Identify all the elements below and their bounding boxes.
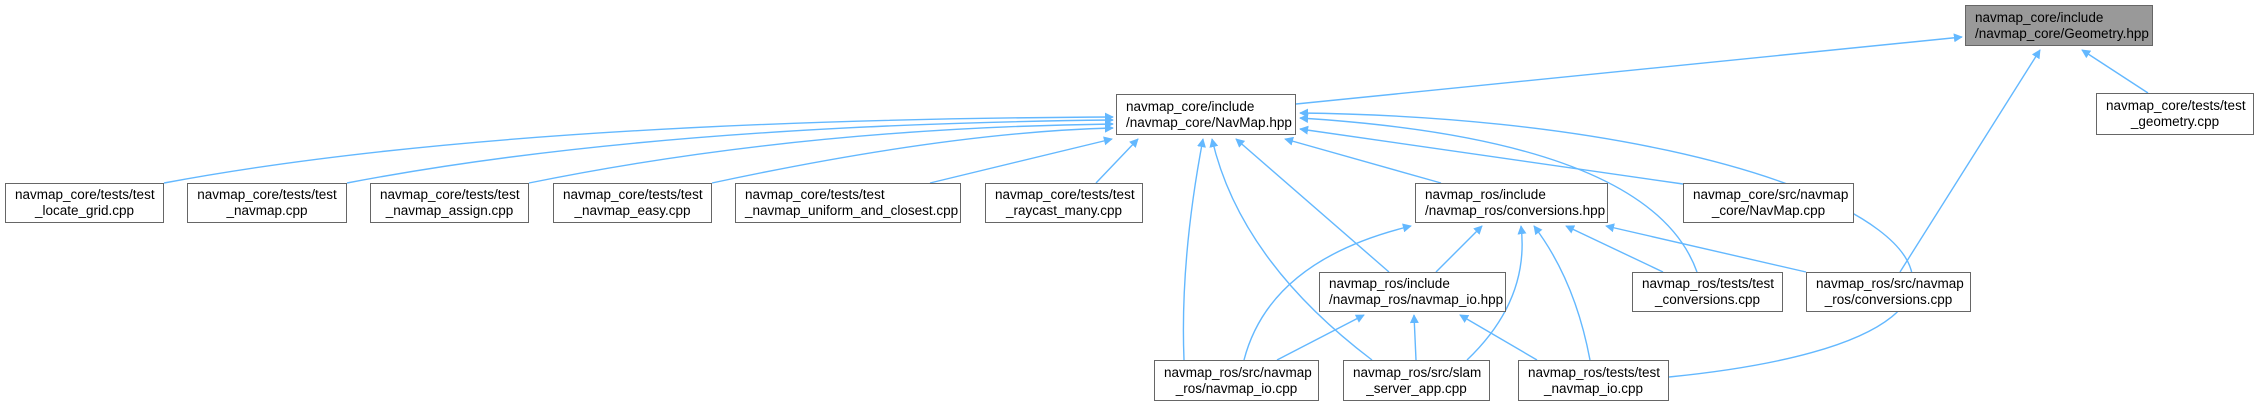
- node-label: navmap_core/src/navmap: [1693, 187, 1849, 202]
- node-label: _core/NavMap.cpp: [1711, 203, 1826, 218]
- edge-test_conversions-to-navmap_hpp: [1299, 114, 1698, 273]
- node-label: _navmap_easy.cpp: [574, 203, 691, 218]
- node-test-raycast-many-cpp[interactable]: navmap_core/tests/test _raycast_many.cpp: [985, 183, 1143, 223]
- node-label: _ros/navmap_io.cpp: [1175, 380, 1298, 396]
- node-label: /navmap_ros/navmap_io.hpp: [1329, 292, 1504, 307]
- node-navmap-io-cpp[interactable]: navmap_ros/src/navmap _ros/navmap_io.cpp: [1154, 360, 1319, 401]
- edge-raycast_many-to-navmap_hpp: [1095, 138, 1139, 184]
- node-label: navmap_ros/include: [1329, 276, 1450, 291]
- node-label: _ros/conversions.cpp: [1824, 292, 1953, 307]
- edge-slam_server_app-to-conversions_hpp: [1466, 225, 1527, 361]
- node-label: _locate_grid.cpp: [34, 203, 135, 218]
- edge-test_navmap_io-to-navmap_io_hpp: [1459, 314, 1538, 361]
- edge-ros_conversions_cpp-to-geometry: [1899, 49, 2041, 273]
- node-label: navmap_core/tests/test: [995, 187, 1135, 202]
- node-label: navmap_ros/include: [1425, 187, 1546, 202]
- node-label: _navmap.cpp: [226, 203, 308, 218]
- edge-navmap_io_cpp-to-conversions_hpp: [1243, 223, 1412, 361]
- node-navmap-cpp[interactable]: navmap_core/src/navmap _core/NavMap.cpp: [1683, 183, 1854, 223]
- node-label: navmap_core/tests/test: [197, 187, 337, 202]
- node-conversions-hpp[interactable]: navmap_ros/include /navmap_ros/conversio…: [1415, 183, 1608, 223]
- node-label: _conversions.cpp: [1654, 292, 1761, 307]
- edge-test_navmap_io-to-conversions_hpp: [1533, 225, 1591, 361]
- node-label: navmap_ros/tests/test: [1528, 364, 1661, 380]
- edge-navmap_hpp-to-geometry: [1295, 33, 1963, 105]
- node-test-navmap-assign-cpp[interactable]: navmap_core/tests/test _navmap_assign.cp…: [370, 183, 529, 223]
- edge-navmap_io_hpp-to-conversions_hpp: [1435, 225, 1483, 273]
- node-geometry-hpp[interactable]: navmap_core/include /navmap_core/Geometr…: [1965, 5, 2153, 46]
- node-label: navmap_core/tests/test: [745, 187, 885, 202]
- edge-conversions_hpp-to-navmap_hpp: [1284, 136, 1442, 184]
- node-test-navmap-io-cpp[interactable]: navmap_ros/tests/test _navmap_io.cpp: [1518, 360, 1669, 401]
- node-label: navmap_core/tests/test: [563, 187, 703, 202]
- edge-test_navmap_io-to-navmap_hpp: [1299, 108, 1914, 378]
- node-label: navmap_core/tests/test: [2106, 98, 2246, 113]
- edge-slam_server_app-to-navmap_io_hpp: [1409, 314, 1419, 361]
- node-label: navmap_ros/src/slam: [1353, 364, 1482, 380]
- node-test-navmap-uniform-and-closest-cpp[interactable]: navmap_core/tests/test _navmap_uniform_a…: [735, 183, 961, 223]
- edge-navmap_io_cpp-to-navmap_io_hpp: [1276, 314, 1365, 361]
- node-label: /navmap_core/NavMap.hpp: [1126, 114, 1292, 130]
- node-label: navmap_core/tests/test: [15, 187, 155, 202]
- edge-uniform_closest-to-navmap_hpp: [929, 136, 1113, 184]
- node-label: /navmap_ros/conversions.hpp: [1425, 203, 1606, 218]
- node-slam-server-app-cpp[interactable]: navmap_ros/src/slam _server_app.cpp: [1343, 360, 1490, 401]
- edge-navmap_easy-to-navmap_hpp: [711, 123, 1114, 184]
- node-label: navmap_core/tests/test: [380, 187, 520, 202]
- node-label: _server_app.cpp: [1366, 380, 1467, 396]
- edge-navmap_cpp-to-navmap_hpp: [1299, 125, 1684, 185]
- node-label: navmap_core/include: [1975, 9, 2104, 25]
- node-test-conversions-cpp[interactable]: navmap_ros/tests/test _conversions.cpp: [1632, 272, 1783, 312]
- node-test-locate-grid-cpp[interactable]: navmap_core/tests/test _locate_grid.cpp: [5, 183, 164, 223]
- node-label: _geometry.cpp: [2130, 114, 2220, 129]
- edge-ros_conversions_cpp-to-conversions_hpp: [1605, 223, 1807, 273]
- node-test-geometry-cpp[interactable]: navmap_core/tests/test _geometry.cpp: [2096, 93, 2254, 135]
- node-label: _navmap_io.cpp: [1543, 380, 1644, 396]
- edge-locate_grid-to-navmap_hpp: [163, 112, 1114, 184]
- edge-navmap_io_cpp-to-navmap_hpp: [1182, 138, 1206, 361]
- node-label: _navmap_uniform_and_closest.cpp: [745, 203, 959, 218]
- edge-slam_server_app-to-navmap_hpp: [1209, 138, 1373, 361]
- edge-test_navmap-to-navmap_hpp: [346, 115, 1114, 184]
- node-test-navmap-cpp[interactable]: navmap_core/tests/test _navmap.cpp: [187, 183, 347, 223]
- node-label: _raycast_many.cpp: [1005, 203, 1123, 218]
- edge-test_geometry-to-geometry: [2081, 49, 2149, 94]
- node-label: navmap_core/include: [1126, 98, 1255, 114]
- node-navmap-io-hpp[interactable]: navmap_ros/include /navmap_ros/navmap_io…: [1319, 272, 1506, 312]
- edge-navmap_io_hpp-to-navmap_hpp: [1235, 138, 1390, 273]
- node-label: navmap_ros/src/navmap: [1164, 364, 1312, 380]
- node-label: navmap_ros/tests/test: [1642, 276, 1775, 291]
- node-navmap-hpp[interactable]: navmap_core/include /navmap_core/NavMap.…: [1116, 94, 1296, 135]
- node-label: _navmap_assign.cpp: [385, 203, 514, 218]
- edge-navmap_assign-to-navmap_hpp: [528, 119, 1114, 184]
- node-label: navmap_ros/src/navmap: [1816, 276, 1964, 291]
- node-ros-conversions-cpp[interactable]: navmap_ros/src/navmap _ros/conversions.c…: [1806, 272, 1971, 312]
- node-label: /navmap_core/Geometry.hpp: [1975, 25, 2149, 41]
- node-test-navmap-easy-cpp[interactable]: navmap_core/tests/test _navmap_easy.cpp: [553, 183, 712, 223]
- edge-test_conversions-to-conversions_hpp: [1565, 225, 1664, 273]
